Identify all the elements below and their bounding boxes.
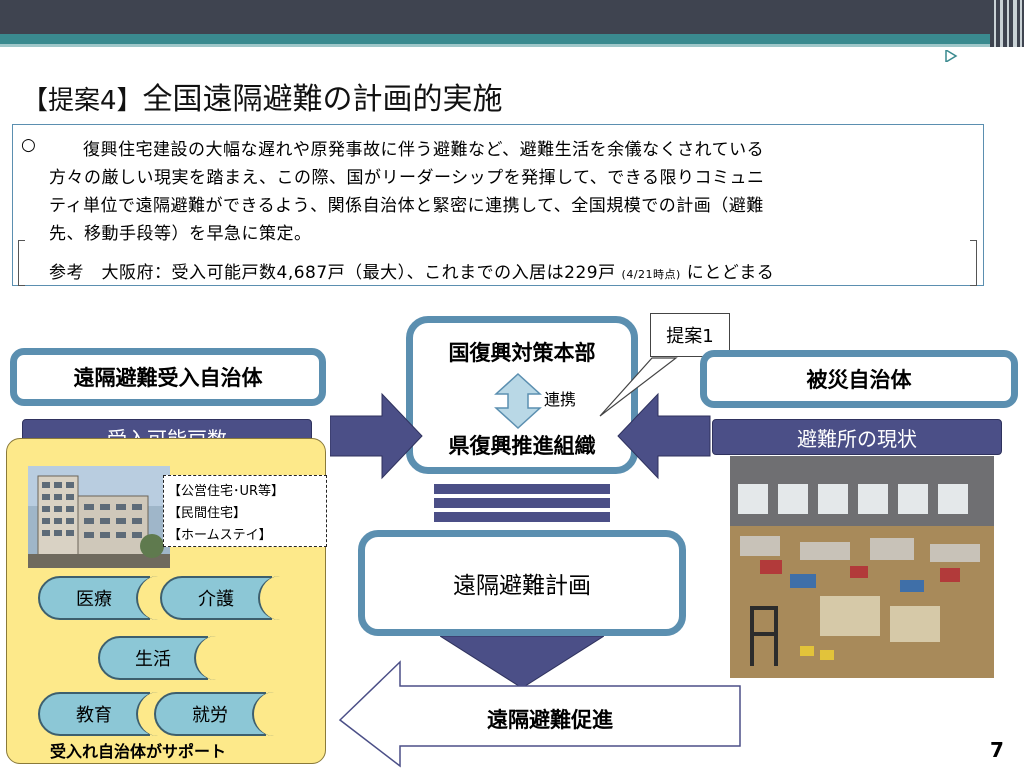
support-item-education: 教育 <box>38 692 162 736</box>
summary-line-4: 先、移動手段等）を早急に策定。 <box>49 224 312 244</box>
arrow-right-to-center-icon <box>617 392 711 480</box>
support-item-label: 介護 <box>198 589 234 610</box>
slide-title: 【提案4】全国遠隔避難の計画的実施 <box>22 74 503 118</box>
apartment-building-image <box>28 466 170 568</box>
national-hq-label: 国復興対策本部 <box>448 341 596 365</box>
support-item-employment: 就労 <box>154 692 278 736</box>
promotion-label: 遠隔避難促進 <box>487 708 613 732</box>
support-item-medical: 医療 <box>38 576 162 620</box>
coordination-label: 連携 <box>544 390 577 409</box>
evacuation-shelter-image <box>730 456 994 678</box>
header-accent-line <box>0 44 1024 47</box>
header-stripes-icon <box>990 0 1024 47</box>
callout-proposal: 提案1 <box>650 313 730 357</box>
reference-suffix: にとどまる <box>686 263 775 283</box>
reference-note: (4/21時点) <box>621 268 681 281</box>
receiving-municipality-box: 遠隔避難受入自治体 <box>10 348 326 406</box>
evacuation-plan-label: 遠隔避難計画 <box>453 573 591 599</box>
support-item-label: 生活 <box>135 649 171 670</box>
arrow-left-to-center-icon <box>330 392 423 480</box>
callout-pointer <box>599 357 678 417</box>
receiving-municipality-label: 遠隔避難受入自治体 <box>73 366 263 390</box>
right-bracket <box>970 240 977 286</box>
support-item-label: 教育 <box>76 705 112 726</box>
housing-type-homestay: 【ホームステイ】 <box>168 528 272 543</box>
summary-line-2: 方々の厳しい現実を踏まえ、この際、国がリーダーシップを発揮して、できる限りコミュ… <box>49 168 765 188</box>
shelter-status-label: 避難所の現状 <box>712 419 1002 455</box>
summary-bullet: ○ <box>21 135 37 155</box>
summary-reference: 参考 大阪府：受入可能戸数4,687戸（最大）、これまでの入居は229戸 (4/… <box>49 258 774 283</box>
disaster-municipality-label: 被災自治体 <box>806 368 912 392</box>
summary-line-3: ティ単位で遠隔避難ができるよう、関係自治体と緊密に連携して、全国規模での計画（避… <box>49 196 764 216</box>
header-bar <box>0 0 1024 34</box>
housing-type-public: 【公営住宅･UR等】 <box>168 484 285 499</box>
reference-main: 参考 大阪府：受入可能戸数4,687戸（最大）、これまでの入居は229戸 <box>49 263 616 283</box>
prefecture-org-label: 県復興推進組織 <box>448 434 596 458</box>
down-arrow-icon <box>440 636 604 689</box>
stripes-connector <box>434 484 610 522</box>
double-arrow-icon <box>494 372 542 430</box>
title-main: 全国遠隔避難の計画的実施 <box>142 82 503 117</box>
summary-box: ○ 復興住宅建設の大幅な遅れや原発事故に伴う避難など、避難生活を余儀なくされてい… <box>12 124 984 286</box>
evacuation-plan-box: 遠隔避難計画 <box>358 530 686 636</box>
teal-triangle-icon <box>945 50 958 62</box>
promotion-arrow <box>338 660 741 768</box>
header-accent-bar <box>0 34 1024 44</box>
support-caption: 受入れ自治体がサポート <box>50 742 227 761</box>
left-bracket <box>18 240 25 286</box>
housing-types-box: 【公営住宅･UR等】 【民間住宅】 【ホームステイ】 <box>163 475 327 547</box>
title-tag: 【提案4】 <box>22 86 143 116</box>
support-item-living: 生活 <box>98 636 220 680</box>
housing-type-private: 【民間住宅】 <box>168 506 247 521</box>
summary-line-1: 復興住宅建設の大幅な遅れや原発事故に伴う避難など、避難生活を余儀なくされている <box>83 140 765 160</box>
support-item-care: 介護 <box>160 576 284 620</box>
page-number: 7 <box>990 738 1004 762</box>
disaster-municipality-box: 被災自治体 <box>700 350 1018 408</box>
support-item-label: 医療 <box>76 589 112 610</box>
support-item-label: 就労 <box>192 705 228 726</box>
